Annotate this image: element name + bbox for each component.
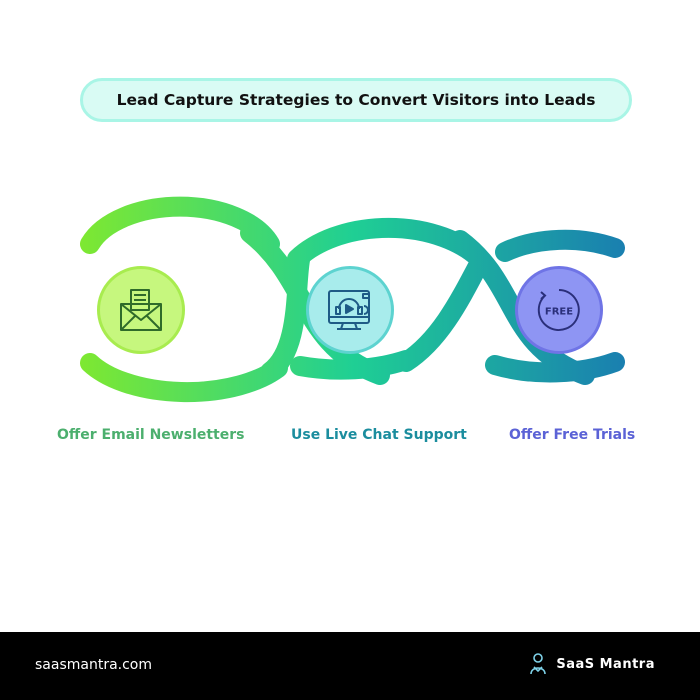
wave-arc-bottom-1 (80, 353, 288, 403)
free-trial-icon: FREE (537, 289, 580, 331)
wave-arc-bottom-3 (485, 352, 625, 383)
footer-bar: saasmantra.com SaaS Mantra (0, 632, 700, 700)
step-label-live-chat: Use Live Chat Support (291, 427, 467, 443)
saas-mantra-logo-icon (530, 653, 547, 675)
email-newsletter-circle (97, 266, 185, 354)
step-label-free-trials: Offer Free Trials (509, 427, 636, 443)
brand-name: SaaS Mantra (556, 656, 655, 672)
brand-logo: SaaS Mantra (528, 652, 655, 676)
live-chat-support-icon (328, 290, 370, 330)
page-title: Lead Capture Strategies to Convert Visit… (80, 78, 632, 122)
wave-arc-top-3 (495, 229, 625, 262)
free-trial-circle: FREE (515, 266, 603, 354)
email-newsletter-icon (120, 289, 162, 331)
page-title-text: Lead Capture Strategies to Convert Visit… (116, 91, 596, 109)
website-link[interactable]: saasmantra.com (35, 657, 153, 673)
wave-cross-2b (396, 252, 490, 372)
free-icon-text: FREE (545, 307, 573, 318)
live-chat-circle (306, 266, 394, 354)
wave-cross-1b (260, 250, 310, 382)
step-label-email-newsletters: Offer Email Newsletters (57, 427, 245, 443)
